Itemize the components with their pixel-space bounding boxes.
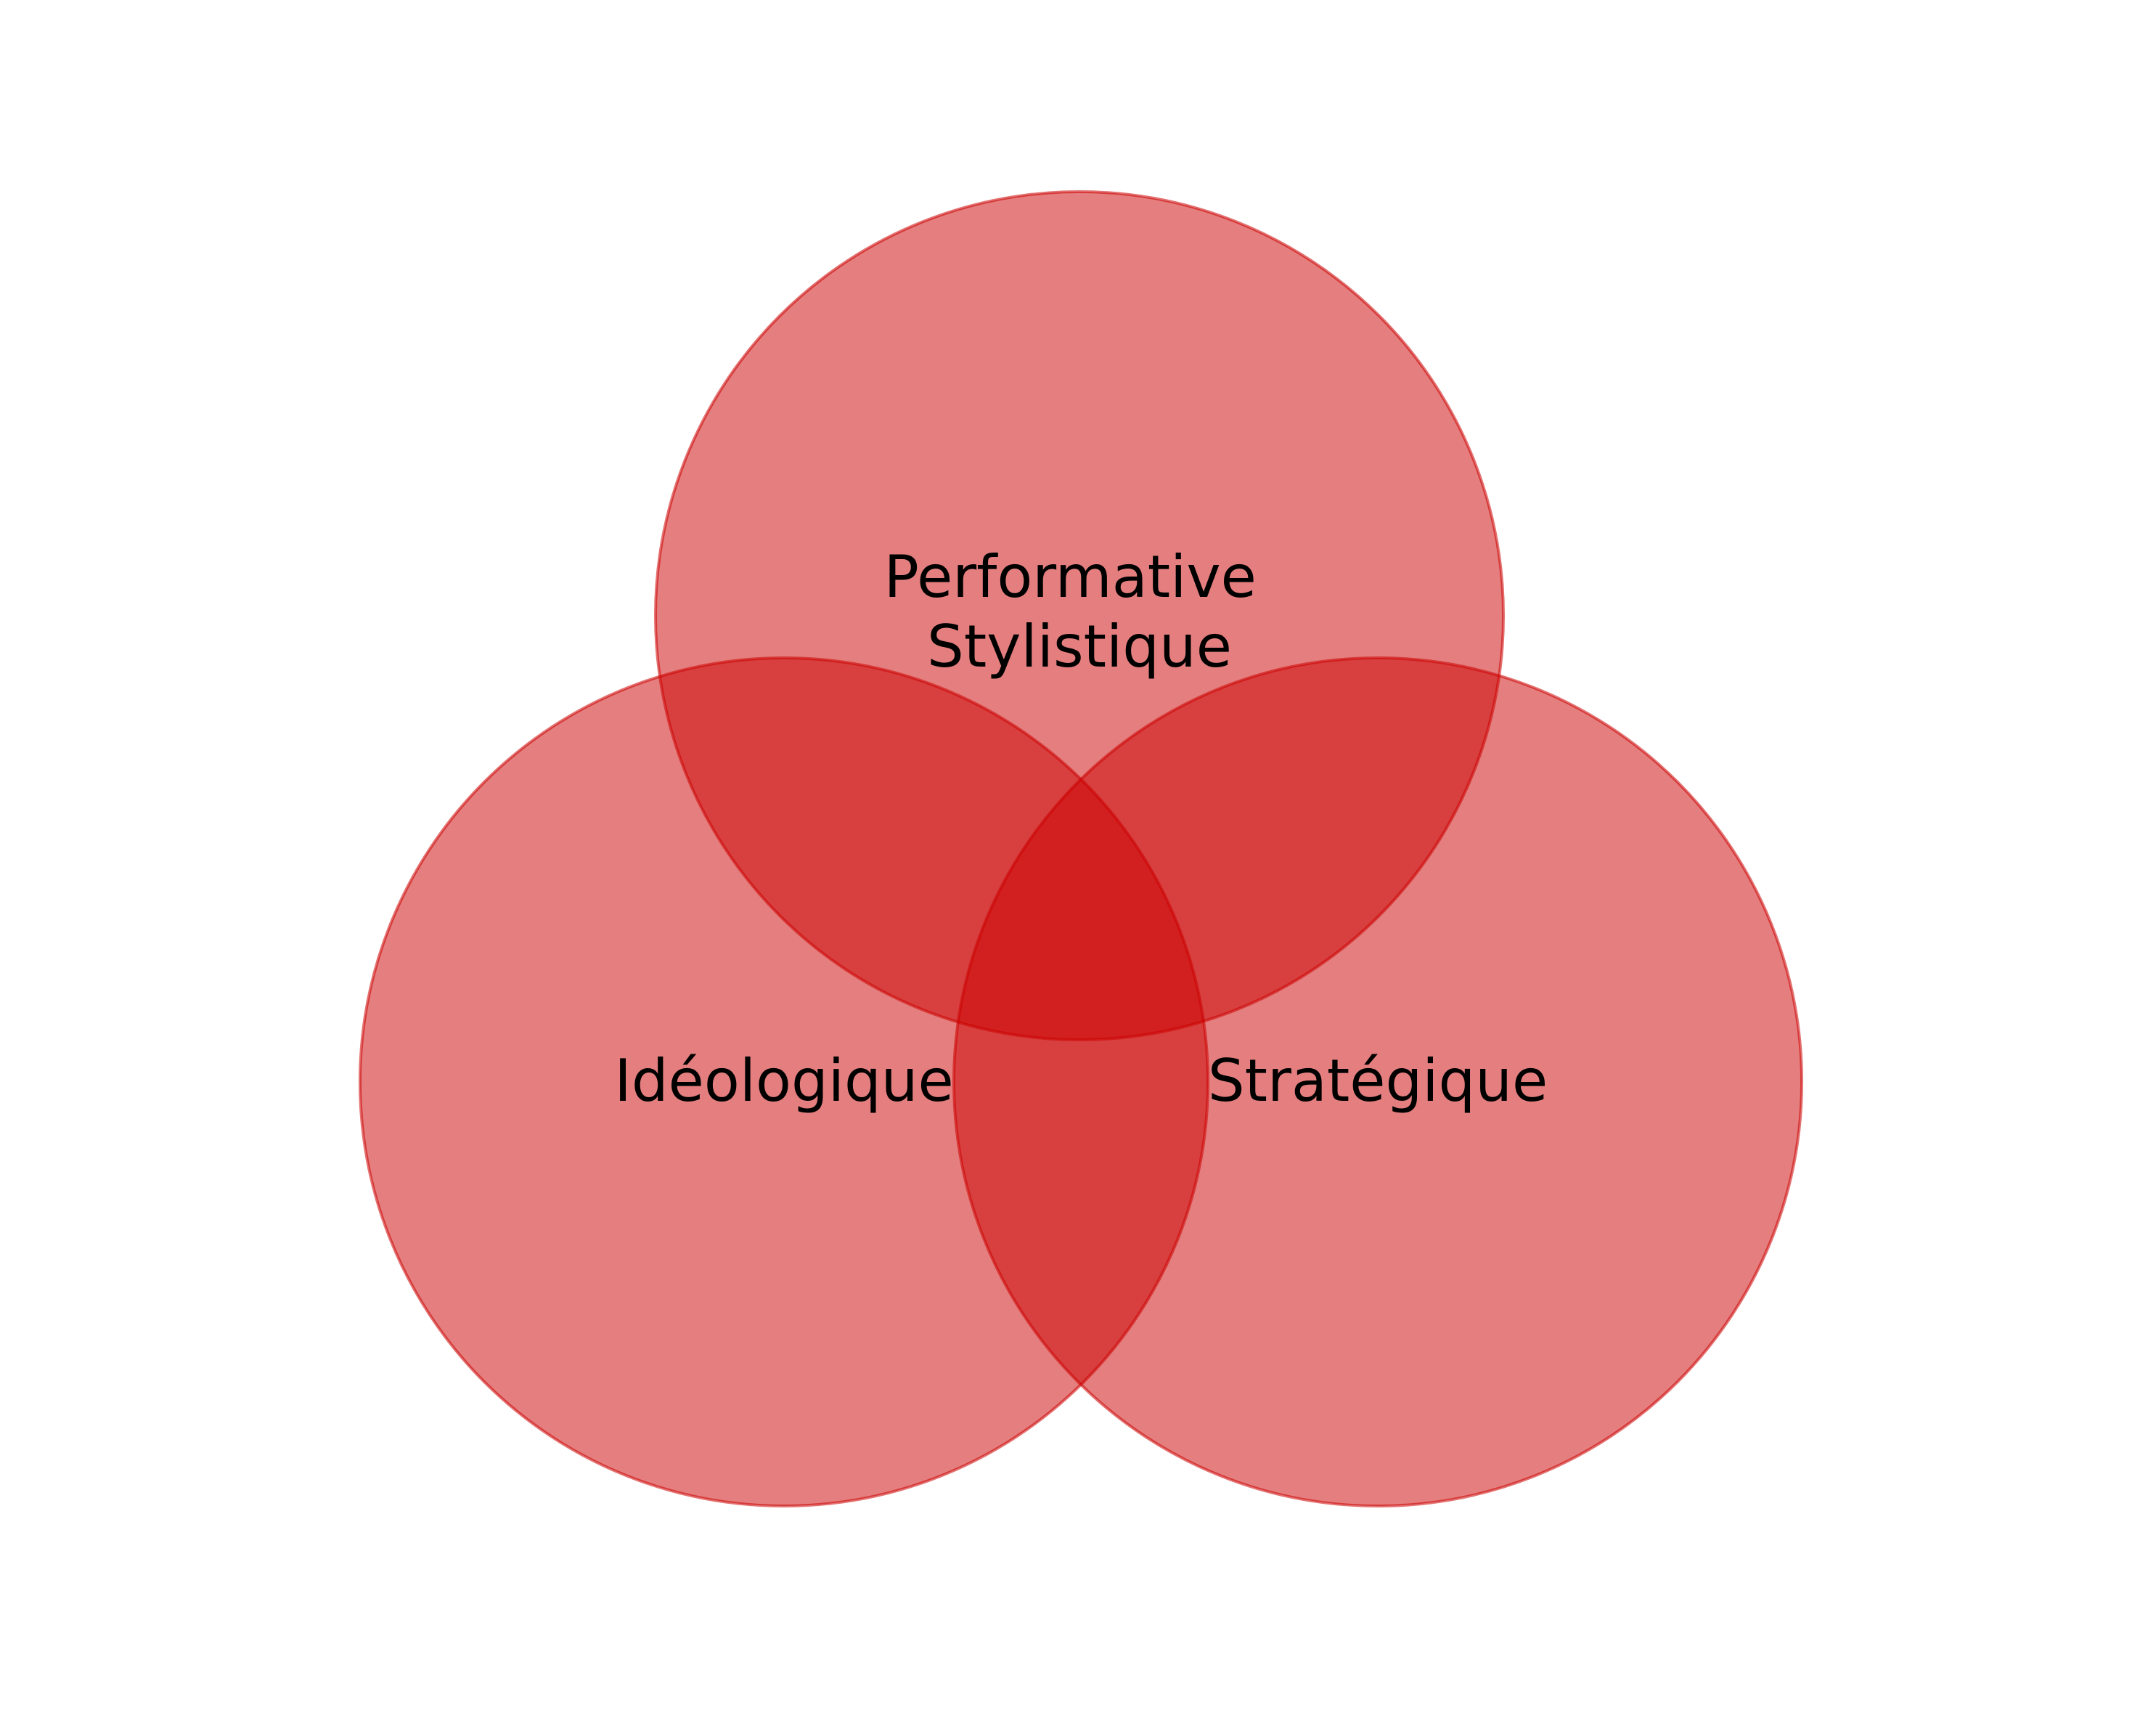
set-label-top: Performative Stylistique [884,543,1275,680]
set-label-left: Idéologique [614,1047,953,1115]
set-label-top-line-2: Stylistique [927,613,1232,680]
set-label-top-line-1: Performative [884,543,1257,611]
set-circle-right [952,656,1803,1507]
set-label-right: Stratégique [1208,1047,1548,1115]
